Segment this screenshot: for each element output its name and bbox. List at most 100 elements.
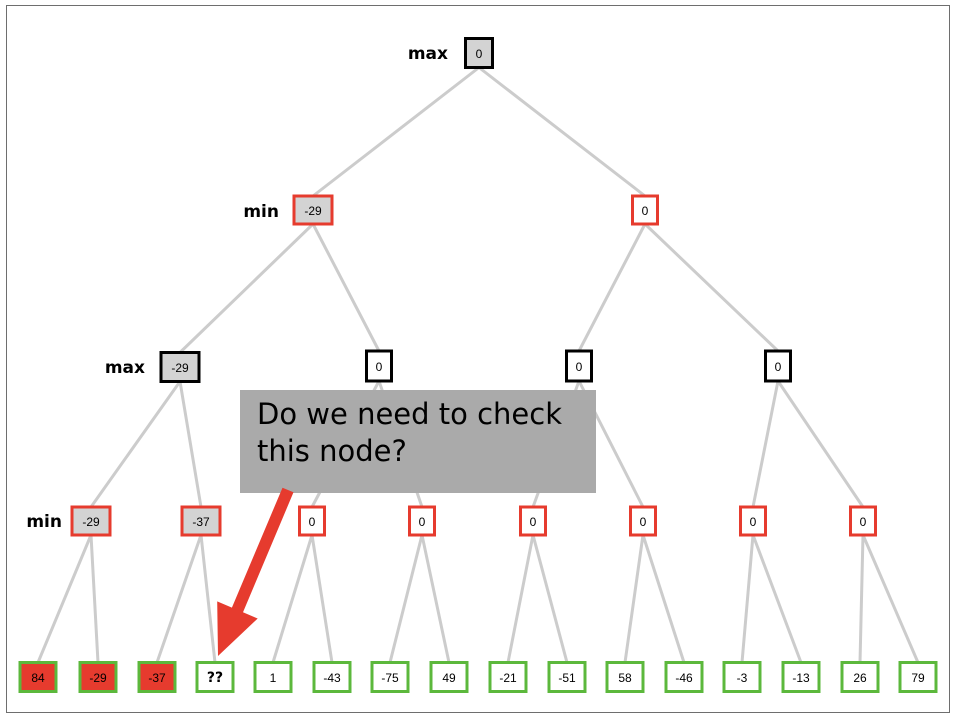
max-node-l2-0-box [159, 351, 201, 383]
leaf-node-1-value: -29 [89, 671, 107, 685]
min-node-l3-7-value: 0 [860, 515, 867, 529]
leaf-node-9: -51 [547, 661, 587, 693]
min-node-l3-4: 0 [519, 505, 547, 537]
edge-l3-leaf-9 [531, 533, 569, 664]
leaf-node-8-value: -21 [499, 671, 517, 685]
max-node-l2-3: 0 [764, 349, 792, 383]
leaf-node-2-value: -37 [148, 671, 166, 685]
leaf-node-14-box [840, 661, 880, 693]
min-node-l3-4-box [519, 505, 547, 537]
leaf-node-6: -75 [370, 661, 410, 693]
edge-l2-l3-7 [776, 379, 865, 509]
tree-nodes: 0 -29 0 -29 0 0 0 -29 -37 0 0 0 0 0 0 84 -29 -37?? 1 -43 -75… [18, 37, 938, 693]
leaf-node-2: -37 [137, 661, 177, 693]
root-node-value: 0 [476, 47, 483, 61]
leaf-node-4: 1 [253, 661, 293, 693]
slide-frame [6, 5, 950, 713]
min-node-l3-0: -29 [70, 505, 112, 537]
min-node-l3-1-box [180, 505, 222, 537]
leaf-node-1-box [78, 661, 118, 693]
label-level1-min: min [243, 202, 279, 222]
leaf-node-7: 49 [429, 661, 469, 693]
edge-l3-leaf-2 [155, 533, 203, 664]
root-node: 0 [464, 37, 494, 69]
edge-l3-leaf-4 [271, 533, 314, 664]
min-node-l3-5-box [629, 505, 657, 537]
edge-l2-l3-0 [89, 380, 182, 509]
leaf-node-5: -43 [312, 661, 352, 693]
label-level3-min: min [26, 512, 62, 532]
leaf-node-4-value: 1 [270, 671, 277, 685]
leaf-node-8-box [488, 661, 528, 693]
leaf-node-4-box [253, 661, 293, 693]
edge-l3-leaf-10 [623, 533, 645, 664]
edge-root-l1-0 [311, 66, 481, 198]
min-node-l1-0-box [292, 194, 334, 226]
max-node-l2-1-value: 0 [376, 360, 383, 374]
leaf-node-12-box [722, 661, 762, 693]
leaf-node-6-value: -75 [381, 671, 399, 685]
leaf-node-9-box [547, 661, 587, 693]
min-node-l3-2-box [298, 505, 326, 537]
leaf-node-11: -46 [664, 661, 704, 693]
leaf-node-11-value: -46 [675, 671, 693, 685]
question-callout: Do we need to check this node? [240, 390, 596, 493]
min-node-l3-2: 0 [298, 505, 326, 537]
leaf-node-6-box [370, 661, 410, 693]
min-node-l3-7-box [849, 505, 877, 537]
min-node-l3-6-value: 0 [750, 515, 757, 529]
edge-l3-leaf-3 [199, 533, 217, 664]
edge-l3-leaf-12 [740, 533, 755, 664]
edge-l3-leaf-5 [310, 533, 334, 664]
min-node-l3-6: 0 [739, 505, 767, 537]
unknown-leaf-node-value: ?? [207, 670, 223, 686]
leaf-node-15-value: 79 [911, 671, 925, 685]
edge-l3-leaf-7 [420, 533, 451, 664]
leaf-node-15-box [898, 661, 938, 693]
max-node-l2-0: -29 [159, 351, 201, 383]
leaf-node-12-value: -3 [737, 671, 748, 685]
max-node-l2-1-box [365, 349, 393, 383]
edge-root-l1-1 [477, 66, 647, 198]
max-node-l2-2: 0 [565, 349, 593, 383]
min-node-l1-1: 0 [631, 194, 659, 226]
edge-l2-l3-6 [751, 379, 780, 509]
max-node-l2-0-value: -29 [171, 361, 189, 375]
min-node-l3-3: 0 [408, 505, 436, 537]
leaf-node-12: -3 [722, 661, 762, 693]
min-node-l3-5: 0 [629, 505, 657, 537]
min-node-l3-2-value: 0 [309, 515, 316, 529]
edge-l1-l2-3 [643, 222, 780, 353]
leaf-node-10-box [605, 661, 645, 693]
edge-l3-leaf-8 [506, 533, 535, 664]
min-node-l3-3-box [408, 505, 436, 537]
leaf-node-15: 79 [898, 661, 938, 693]
leaf-node-7-box [429, 661, 469, 693]
min-node-l3-3-value: 0 [419, 515, 426, 529]
leaf-node-0: 84 [18, 661, 58, 693]
label-root-max: max [408, 44, 448, 64]
leaf-node-13: -13 [781, 661, 821, 693]
unknown-leaf-node-box [195, 661, 235, 693]
min-node-l1-0: -29 [292, 194, 334, 226]
max-node-l2-3-value: 0 [775, 360, 782, 374]
leaf-node-14-value: 26 [853, 671, 867, 685]
leaf-node-10: 58 [605, 661, 645, 693]
max-node-l2-3-box [764, 349, 792, 383]
min-node-l3-5-value: 0 [640, 515, 647, 529]
callout-line-2: this node? [257, 434, 407, 468]
max-node-l2-2-value: 0 [576, 360, 583, 374]
edge-l3-leaf-6 [388, 533, 424, 664]
leaf-node-5-box [312, 661, 352, 693]
min-node-l3-7: 0 [849, 505, 877, 537]
leaf-node-8: -21 [488, 661, 528, 693]
min-node-l1-0-value: -29 [304, 204, 322, 218]
min-node-l3-0-value: -29 [82, 515, 100, 529]
min-node-l3-1: -37 [180, 505, 222, 537]
leaf-node-9-value: -51 [558, 671, 576, 685]
root-node-box [464, 37, 494, 69]
unknown-leaf-node: ?? [195, 661, 235, 693]
leaf-node-1: -29 [78, 661, 118, 693]
